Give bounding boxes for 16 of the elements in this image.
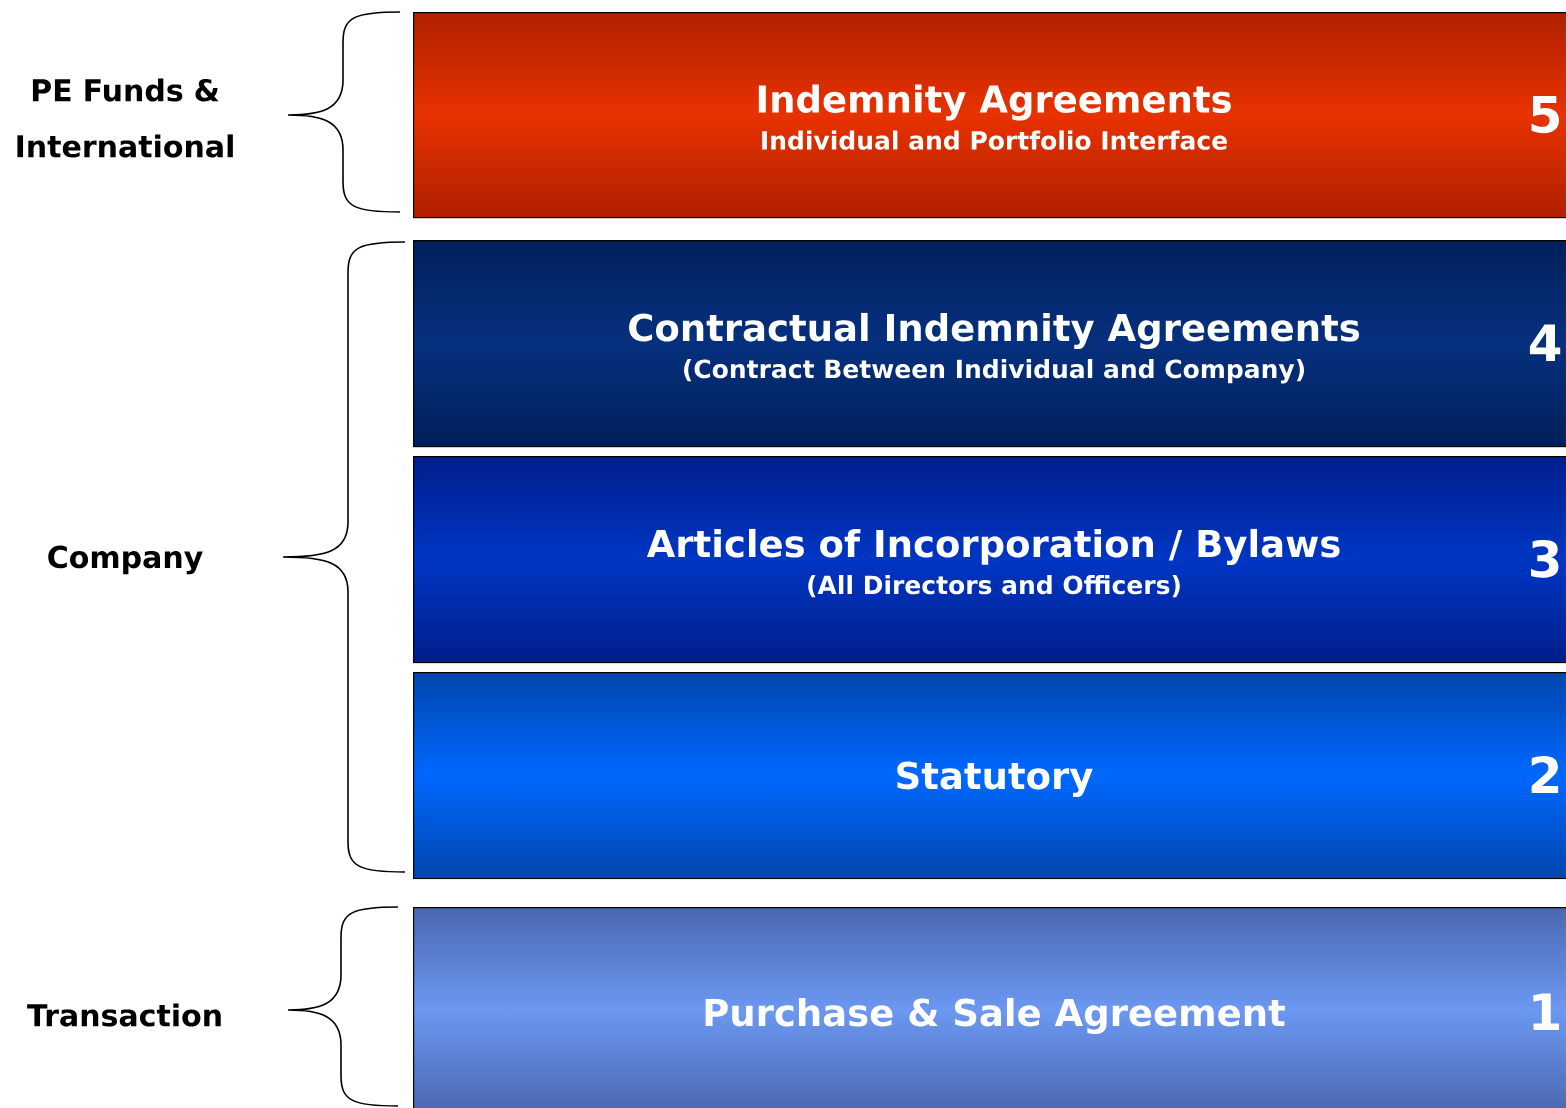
level-number: 5 [1531, 96, 1559, 134]
level-number: 2 [1531, 755, 1559, 793]
band-title: Contractual Indemnity Agreements [629, 312, 1359, 349]
band-subtitle: (Contract Between Individual and Company) [684, 359, 1304, 384]
band-title: Statutory [897, 761, 1093, 797]
band-title: Purchase & Sale Agreement [705, 997, 1285, 1034]
level-number: 4 [1529, 324, 1561, 361]
group-label: PE Funds & International [17, 78, 233, 158]
level-number: 3 [1531, 539, 1559, 578]
level-number: 1 [1533, 993, 1560, 1030]
band-subtitle: Individual and Portfolio Interface [762, 130, 1227, 150]
band-title: Indemnity Agreements [758, 84, 1231, 121]
band-subtitle: (All Directors and Officers) [808, 575, 1180, 598]
group-label: Transaction [27, 1003, 221, 1027]
group-label: Company [48, 545, 203, 575]
band-title: Articles of Incorporation / Bylaws [646, 528, 1340, 565]
